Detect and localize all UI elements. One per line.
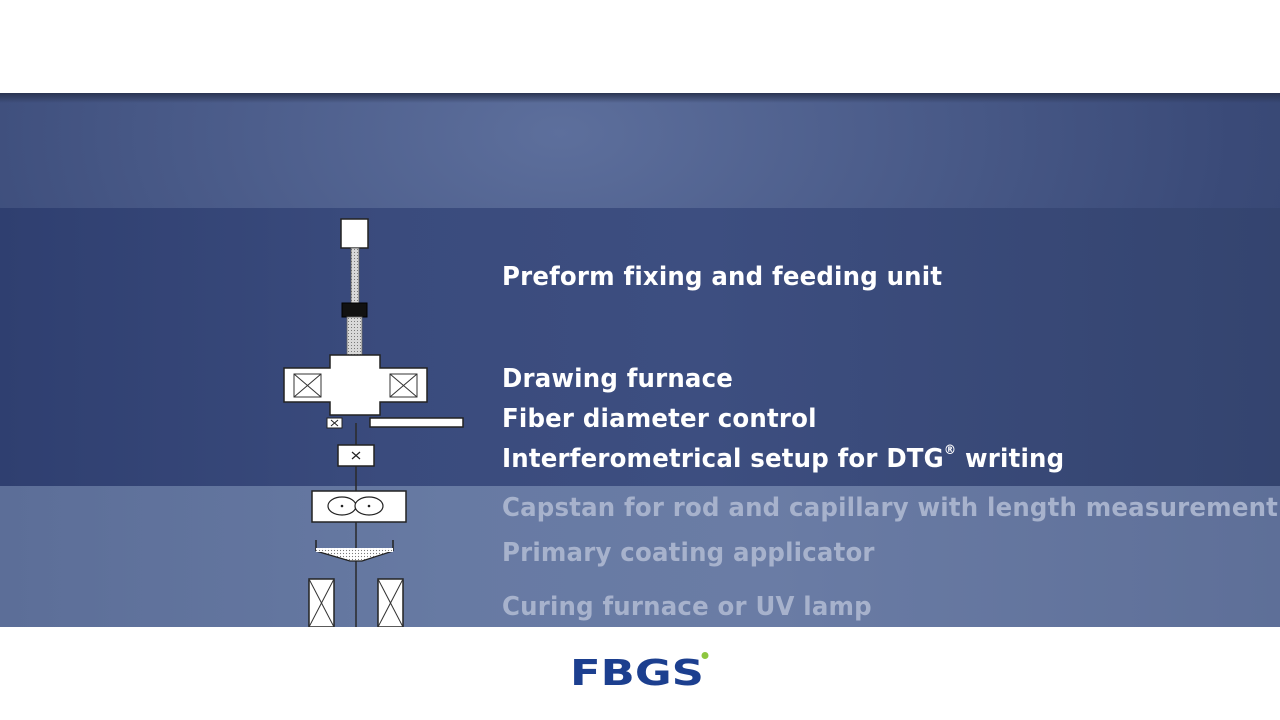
coating-applicator [315, 540, 394, 562]
inactive-steps-band [0, 486, 1280, 627]
footer-bar [0, 627, 1280, 720]
label-interferometer-main: Interferometrical setup for DTG [502, 444, 944, 474]
diagram-stage: Preform fixing and feeding unit Drawing … [0, 93, 1280, 627]
active-steps-band [0, 208, 1280, 486]
label-preform-unit: Preform fixing and feeding unit [502, 262, 943, 292]
curing-furnace [308, 578, 404, 627]
label-diameter-control: Fiber diameter control [502, 404, 817, 434]
preform-feed-unit [340, 218, 369, 356]
label-curing-furnace: Curing furnace or UV lamp [502, 592, 872, 622]
logo-text: FBGS [570, 653, 704, 690]
drawing-furnace [283, 354, 428, 416]
capstan [311, 490, 407, 523]
fbgs-logo: FBGS [570, 652, 709, 690]
logo-dot [701, 652, 709, 659]
label-coating-applicator: Primary coating applicator [502, 538, 875, 568]
label-capstan: Capstan for rod and capillary with lengt… [502, 493, 1279, 523]
top-white-bar [0, 0, 1280, 93]
diameter-control [326, 417, 464, 429]
interferometer [337, 444, 375, 467]
label-drawing-furnace: Drawing furnace [502, 364, 734, 394]
label-interferometer-tail: writing [956, 444, 1065, 474]
registered-mark: ® [943, 443, 957, 458]
fiber-draw-tower-schematic [283, 218, 464, 627]
label-interferometer: Interferometrical setup for DTG® writing [502, 443, 1065, 474]
